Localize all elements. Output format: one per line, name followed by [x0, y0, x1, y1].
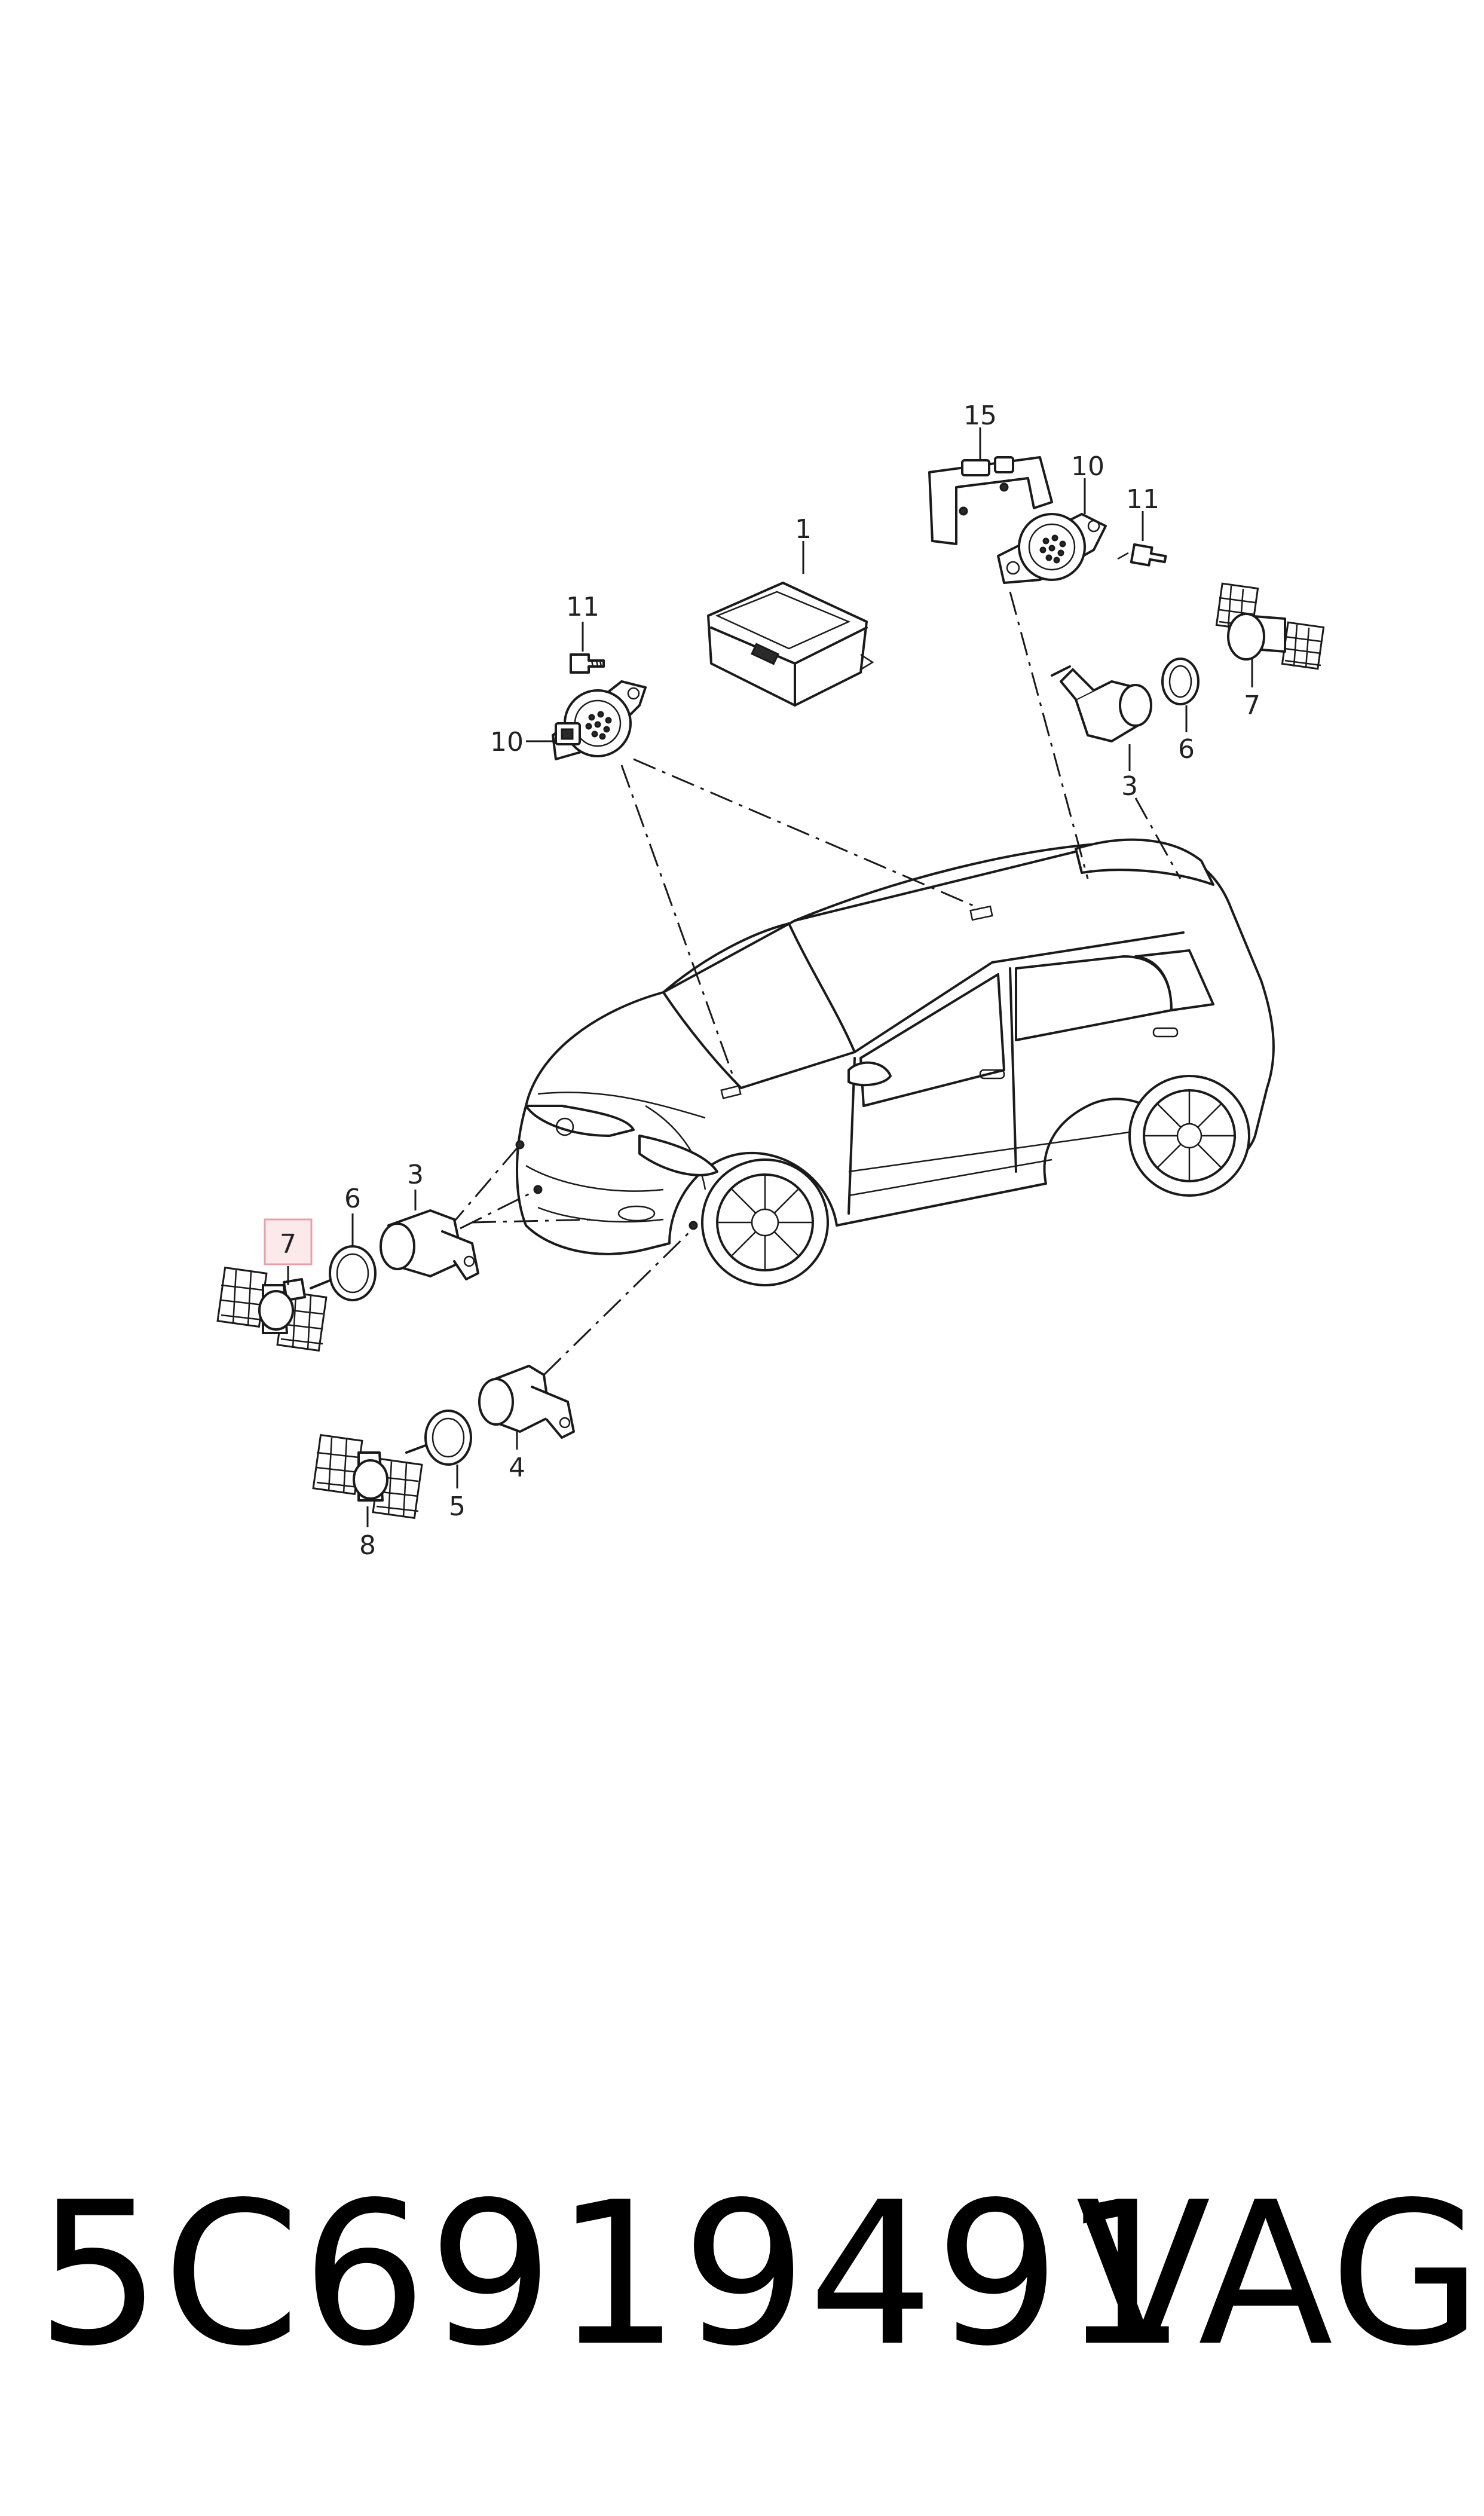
callout-3-top: 3: [1121, 771, 1138, 802]
screw-left: 11: [566, 592, 605, 674]
ring-6-top: 6: [1161, 658, 1200, 765]
buzzer-right: 10: [997, 451, 1107, 584]
sensor-4: 4: [478, 1365, 575, 1483]
brand-label: VAG: [1076, 2160, 1483, 2389]
callout-1: 1: [795, 514, 812, 545]
car-illustration: [515, 838, 1275, 1286]
callout-8: 8: [359, 1530, 376, 1561]
callout-10-right: 10: [1071, 451, 1104, 482]
screw-right: 11: [1117, 484, 1167, 567]
callout-11-right: 11: [1126, 484, 1159, 515]
leader-lines: [447, 591, 1182, 1376]
callout-4: 4: [509, 1453, 525, 1483]
callout-11-left: 11: [566, 592, 599, 622]
callout-3-front: 3: [407, 1160, 424, 1190]
ring-6-front: 6: [310, 1184, 377, 1301]
sensor-3-top: 3: [1051, 665, 1152, 802]
callout-7-front: 7: [280, 1229, 296, 1259]
callout-10-left: 10: [490, 727, 524, 757]
holder-8: 8: [312, 1433, 423, 1561]
callout-7-top: 7: [1244, 690, 1260, 721]
ring-5: 5: [405, 1410, 472, 1522]
holder-7-top: 7: [1215, 582, 1325, 721]
bracket-15: 15: [928, 401, 1053, 545]
sensor-3-front: 3: [380, 1160, 479, 1280]
callout-6-top: 6: [1178, 734, 1195, 765]
buzzer-left: 10: [490, 680, 647, 760]
holder-7-front: [216, 1266, 328, 1352]
control-unit-1: 1: [707, 514, 874, 707]
callout-5: 5: [449, 1491, 466, 1522]
callout-6-front: 6: [344, 1184, 361, 1214]
highlight-box-7: 7: [264, 1218, 313, 1265]
part-number: 5C6919491: [36, 2160, 1189, 2389]
callout-15: 15: [963, 401, 997, 431]
